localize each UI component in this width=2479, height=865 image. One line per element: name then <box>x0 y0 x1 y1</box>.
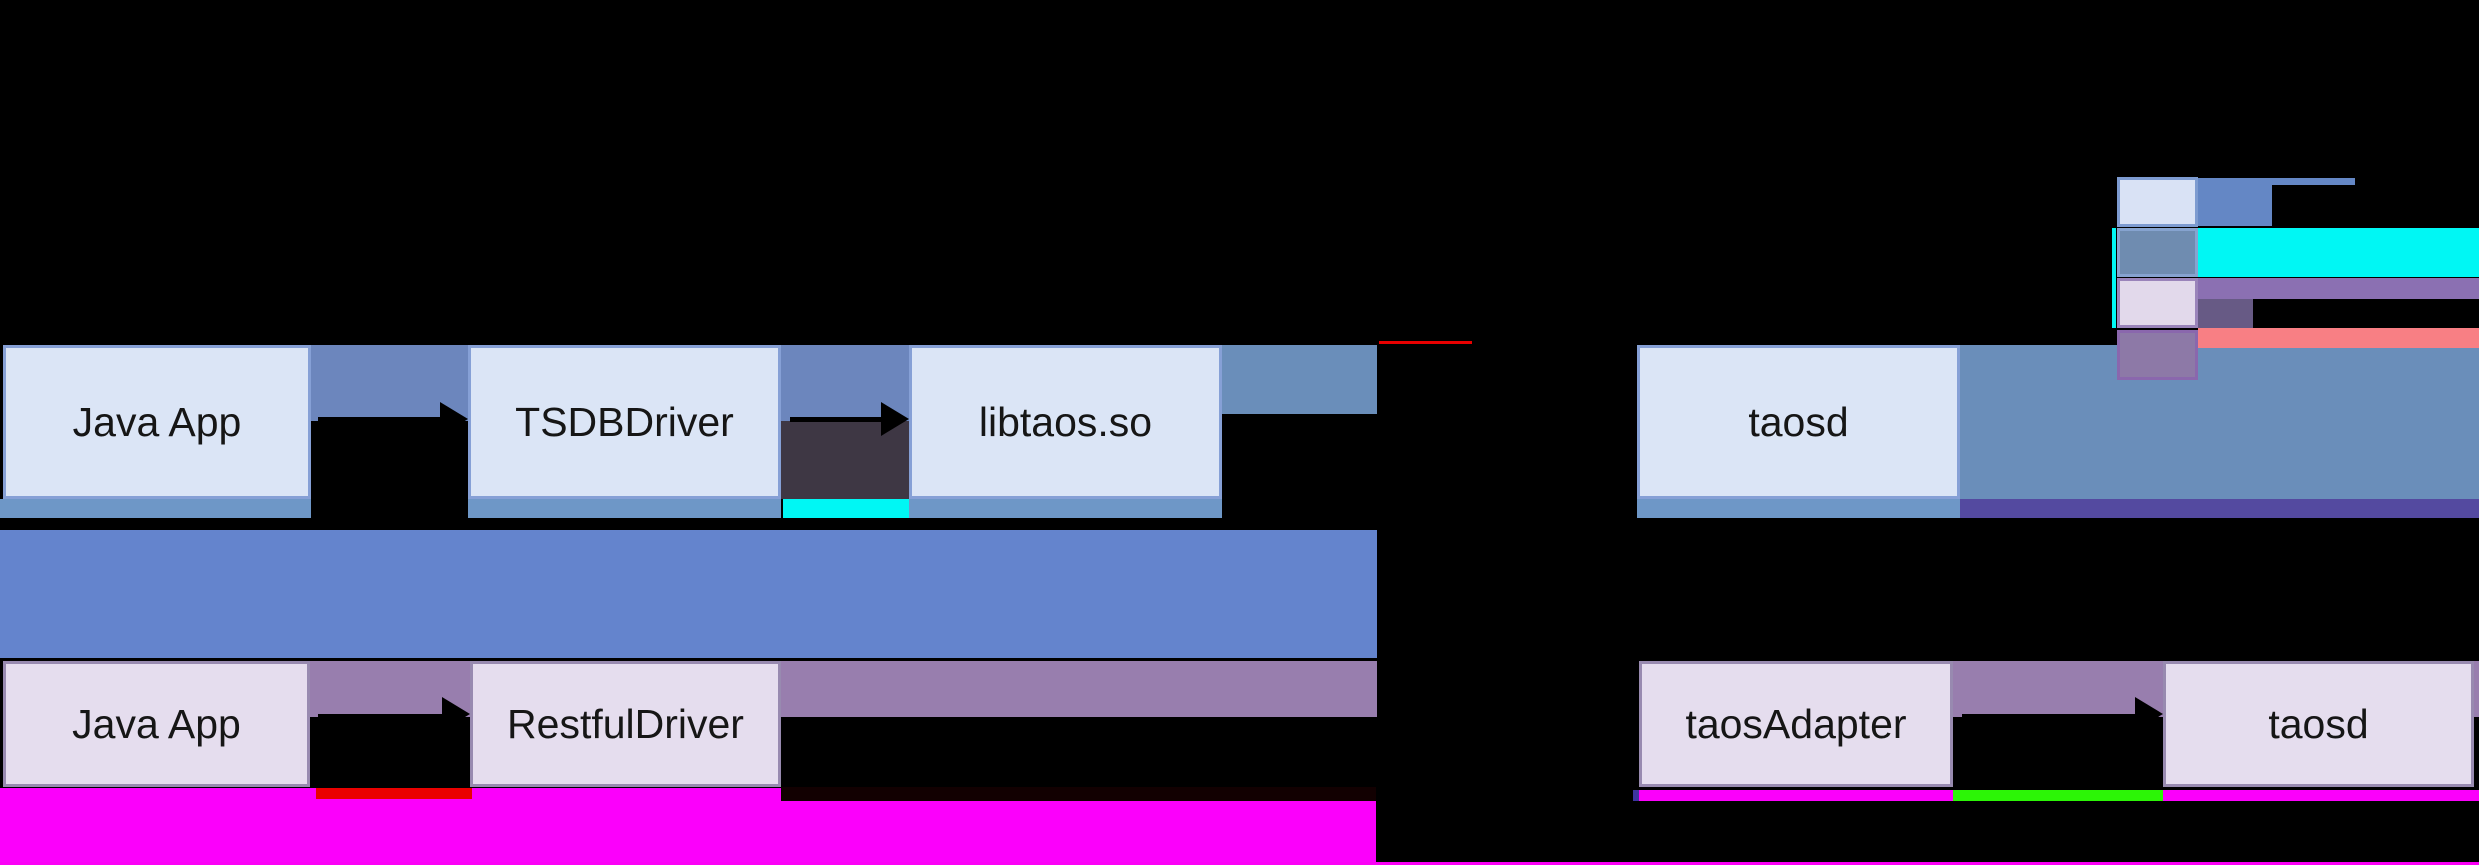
node-tsdbdriver: TSDBDriver <box>468 345 781 499</box>
arrow-right-icon <box>440 402 468 436</box>
understrip-taosd <box>1637 499 1960 518</box>
legend-highlight-purple <box>2198 278 2479 299</box>
indigo-sliver <box>1633 790 1639 801</box>
legend-highlight-darkpurple <box>2198 299 2253 328</box>
node-restfuldriver: RestfulDriver <box>470 661 781 787</box>
arrow-right-icon <box>2135 697 2163 731</box>
legend-highlight-blue-tail <box>2272 178 2355 185</box>
node-label: taosd <box>1748 398 1849 445</box>
node-taosd-rest: taosd <box>2163 661 2474 787</box>
purple-sliver-right <box>2474 661 2479 717</box>
legend-highlight-salmon <box>2198 328 2479 348</box>
node-label: TSDBDriver <box>515 398 734 445</box>
understrip-javaapp <box>0 499 311 518</box>
node-label: taosAdapter <box>1685 700 1907 747</box>
legend-highlight-cyan <box>2198 228 2479 277</box>
blue-band <box>0 530 1377 658</box>
legend-swatch-steel-blue <box>2117 228 2198 277</box>
legend-cyan-sliver <box>2112 228 2116 328</box>
arrow-right-icon <box>442 697 470 731</box>
node-label: Java App <box>72 700 241 747</box>
arrow-right-icon <box>1611 697 1639 731</box>
magenta-strip-under-taosd <box>2163 790 2479 801</box>
understrip-tsdbdriver <box>468 499 781 518</box>
legend-swatch-light-blue <box>2117 177 2198 227</box>
arrow-restfuldriver-taosadapter <box>1430 714 1615 719</box>
legend-swatch-light-purple <box>2117 278 2198 328</box>
node-java-app-native: Java App <box>3 345 311 499</box>
node-taosadapter: taosAdapter <box>1639 661 1953 787</box>
arrow-right-icon <box>1609 402 1637 436</box>
legend-highlight-blue <box>2198 178 2272 226</box>
understrip-libtaos <box>909 499 1222 518</box>
understrip-cyan <box>783 499 910 518</box>
arrow-javaapp-tsdbdriver <box>318 417 448 422</box>
arrow-right-icon <box>881 402 909 436</box>
node-java-app-rest: Java App <box>3 661 310 787</box>
red-strip <box>316 788 472 799</box>
node-label: libtaos.so <box>978 398 1153 445</box>
arrow-libtaos-taosd <box>1232 417 1612 422</box>
rest-gap2-fill <box>1953 661 2163 717</box>
node-label: taosd <box>2268 700 2369 747</box>
magenta-strip-under-taosadapter <box>1639 790 1953 801</box>
steel-band-right-of-taosd <box>1960 345 2479 499</box>
legend-swatch-mauve <box>2117 330 2198 380</box>
node-label: RestfulDriver <box>507 700 744 747</box>
green-strip <box>1953 790 2163 801</box>
arrow-taosadapter-taosd <box>1962 714 2137 719</box>
node-label: Java App <box>72 398 242 445</box>
arrow-tsdbdriver-libtaos <box>790 417 890 422</box>
dark-overlay-on-magenta <box>781 787 1376 801</box>
node-taosd-native: taosd <box>1637 345 1960 499</box>
arrow-javaapp-restfuldriver <box>318 714 448 719</box>
red-line-fragment <box>1379 341 1472 344</box>
node-libtaos: libtaos.so <box>909 345 1222 499</box>
bottom-magenta-line <box>0 862 2479 865</box>
understrip-indigo <box>1960 499 2479 518</box>
purple-band <box>781 661 1377 717</box>
steel-block-right-of-libtaos <box>1222 345 1377 414</box>
